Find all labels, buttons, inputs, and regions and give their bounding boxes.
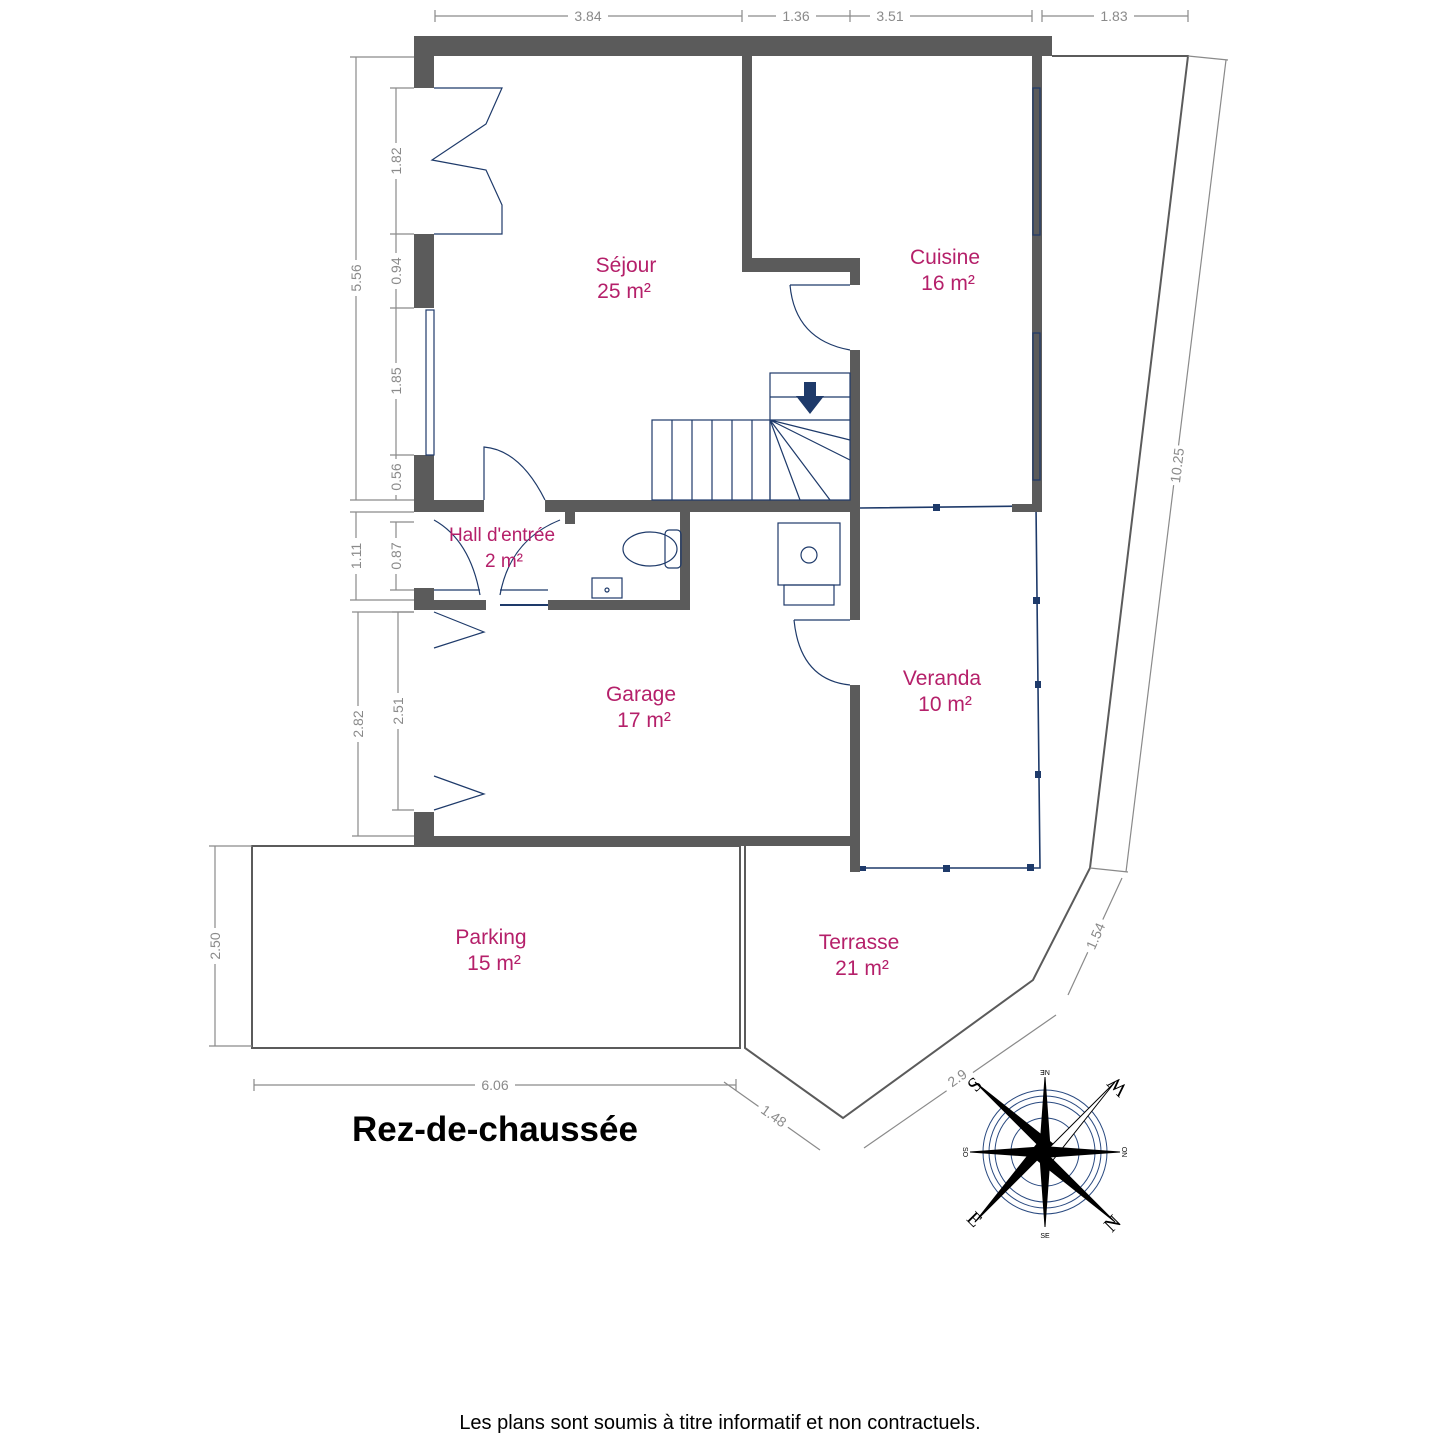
room-name: Garage bbox=[606, 683, 676, 706]
windows bbox=[425, 87, 1041, 481]
room-area: 21 m² bbox=[835, 957, 889, 980]
compass-minor-label: SO bbox=[961, 1147, 968, 1158]
dim-label: 1.11 bbox=[348, 543, 364, 569]
room-name: Parking bbox=[455, 926, 526, 949]
room-name: Hall d'entrée bbox=[449, 525, 555, 546]
room-name: Terrasse bbox=[819, 931, 900, 954]
dim-label: 1.83 bbox=[1100, 8, 1127, 24]
dim-label: 2.50 bbox=[207, 932, 223, 959]
dim-label: 0.94 bbox=[388, 257, 404, 284]
dim-label: 3.51 bbox=[876, 8, 903, 24]
compass-minor-label: SE bbox=[1040, 1233, 1050, 1240]
room-name: Séjour bbox=[596, 254, 657, 277]
dim-label: 5.56 bbox=[348, 264, 364, 291]
room-garage: Garage 17 m² bbox=[606, 683, 676, 732]
room-cuisine: Cuisine 16 m² bbox=[910, 246, 980, 295]
veranda-posts bbox=[858, 504, 1041, 872]
room-parking: Parking 15 m² bbox=[455, 926, 526, 975]
dim-label: 2.51 bbox=[390, 697, 406, 724]
walls bbox=[414, 36, 1052, 872]
staircase bbox=[651, 372, 851, 501]
compass-minor-label: NE bbox=[1040, 1068, 1050, 1075]
room-hall: Hall d'entrée 2 m² bbox=[449, 525, 555, 572]
room-area: 15 m² bbox=[467, 952, 521, 975]
dim-label: 1.36 bbox=[782, 8, 809, 24]
room-area: 25 m² bbox=[597, 280, 651, 303]
dim-label: 3.84 bbox=[574, 8, 601, 24]
room-area: 17 m² bbox=[617, 709, 671, 732]
dim-label: 6.06 bbox=[481, 1077, 508, 1093]
terrace-outline bbox=[744, 55, 1190, 1120]
compass-rose-icon: S W N E NE NO SO SE bbox=[961, 1068, 1132, 1240]
room-area: 16 m² bbox=[921, 272, 975, 295]
compass-label: W bbox=[1103, 1072, 1132, 1101]
room-terrasse: Terrasse 21 m² bbox=[819, 931, 900, 980]
dim-label: 2.82 bbox=[350, 710, 366, 737]
dim-label: 0.56 bbox=[388, 463, 404, 490]
toilet-icon bbox=[622, 529, 682, 569]
dimension-lines bbox=[209, 10, 1229, 1151]
doors bbox=[430, 87, 851, 811]
room-name: Cuisine bbox=[910, 246, 980, 269]
disclaimer: Les plans sont soumis à titre informatif… bbox=[459, 1412, 981, 1434]
compass-label: E bbox=[962, 1208, 986, 1232]
sink-icon bbox=[591, 577, 623, 599]
room-veranda: Veranda 10 m² bbox=[903, 667, 982, 716]
dim-label: 10.25 bbox=[1167, 447, 1187, 484]
room-sejour: Séjour 25 m² bbox=[596, 254, 657, 303]
compass-minor-label: NO bbox=[1122, 1146, 1129, 1157]
floor-title: Rez-de-chaussée bbox=[352, 1110, 638, 1149]
room-area: 10 m² bbox=[918, 693, 972, 716]
dim-label: 1.85 bbox=[388, 367, 404, 394]
dim-label: 0.87 bbox=[388, 542, 404, 569]
dimension-labels: 3.84 1.36 3.51 1.83 5.56 1.11 2.82 1.82 … bbox=[207, 6, 1190, 1135]
boiler-icon bbox=[777, 522, 841, 606]
room-name: Veranda bbox=[903, 667, 982, 690]
compass-label: N bbox=[1100, 1211, 1126, 1237]
dim-label: 1.82 bbox=[388, 147, 404, 174]
stair-down-arrow-icon bbox=[796, 382, 824, 414]
room-area: 2 m² bbox=[485, 551, 523, 572]
